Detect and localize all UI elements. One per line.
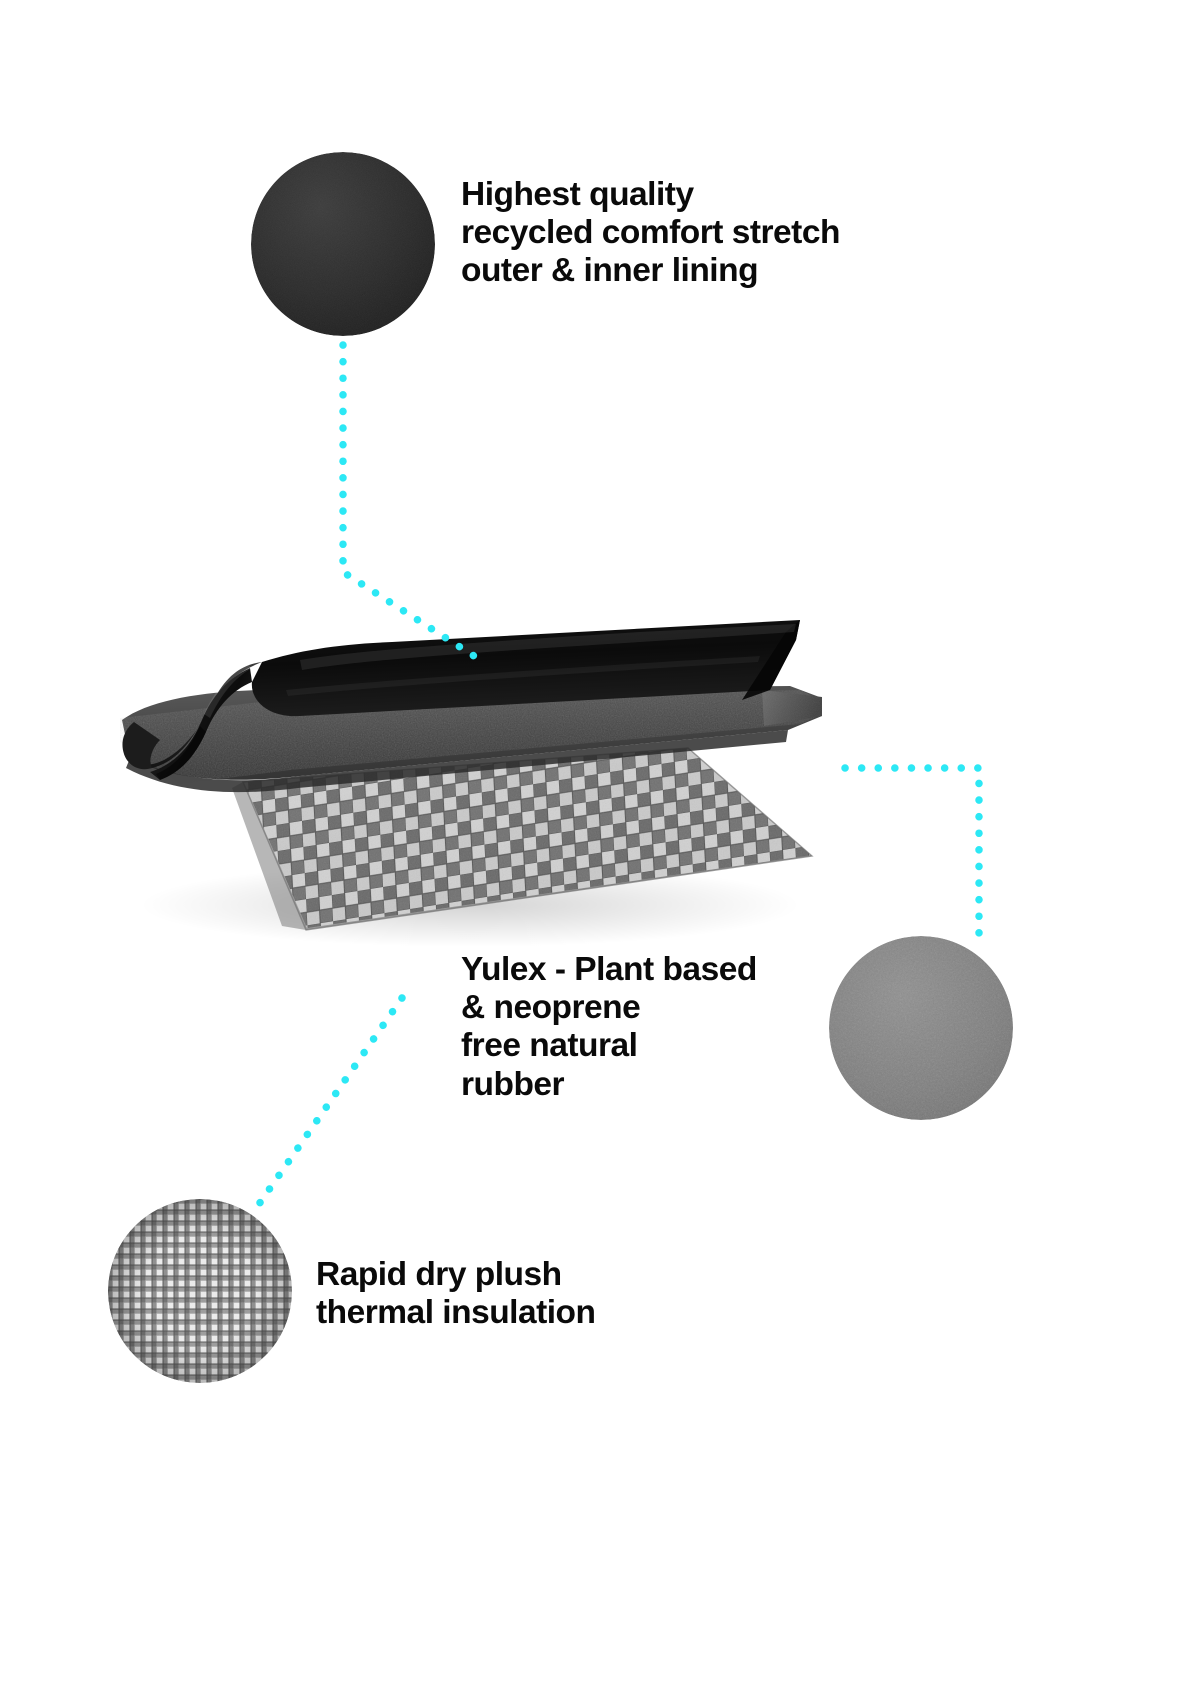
callout-thermal-insulation: Rapid dry plush thermal insulation xyxy=(316,1256,596,1332)
callout-outer-inner-lining: Highest quality recycled comfort stretch… xyxy=(461,176,840,290)
thermal-insulation-swatch xyxy=(108,1199,292,1383)
callout-yulex-rubber: Yulex - Plant based & neoprene free natu… xyxy=(461,951,757,1103)
leader-line-lining xyxy=(339,341,478,660)
leader-line-insulation xyxy=(253,994,406,1211)
leader-lines xyxy=(253,341,983,1211)
yulex-rubber-swatch xyxy=(829,936,1013,1120)
layer-thermal-insulation xyxy=(232,747,814,931)
layer-outer-inner-lining xyxy=(122,620,800,780)
outer-inner-lining-swatch xyxy=(251,152,435,336)
leader-line-yulex xyxy=(841,764,983,940)
